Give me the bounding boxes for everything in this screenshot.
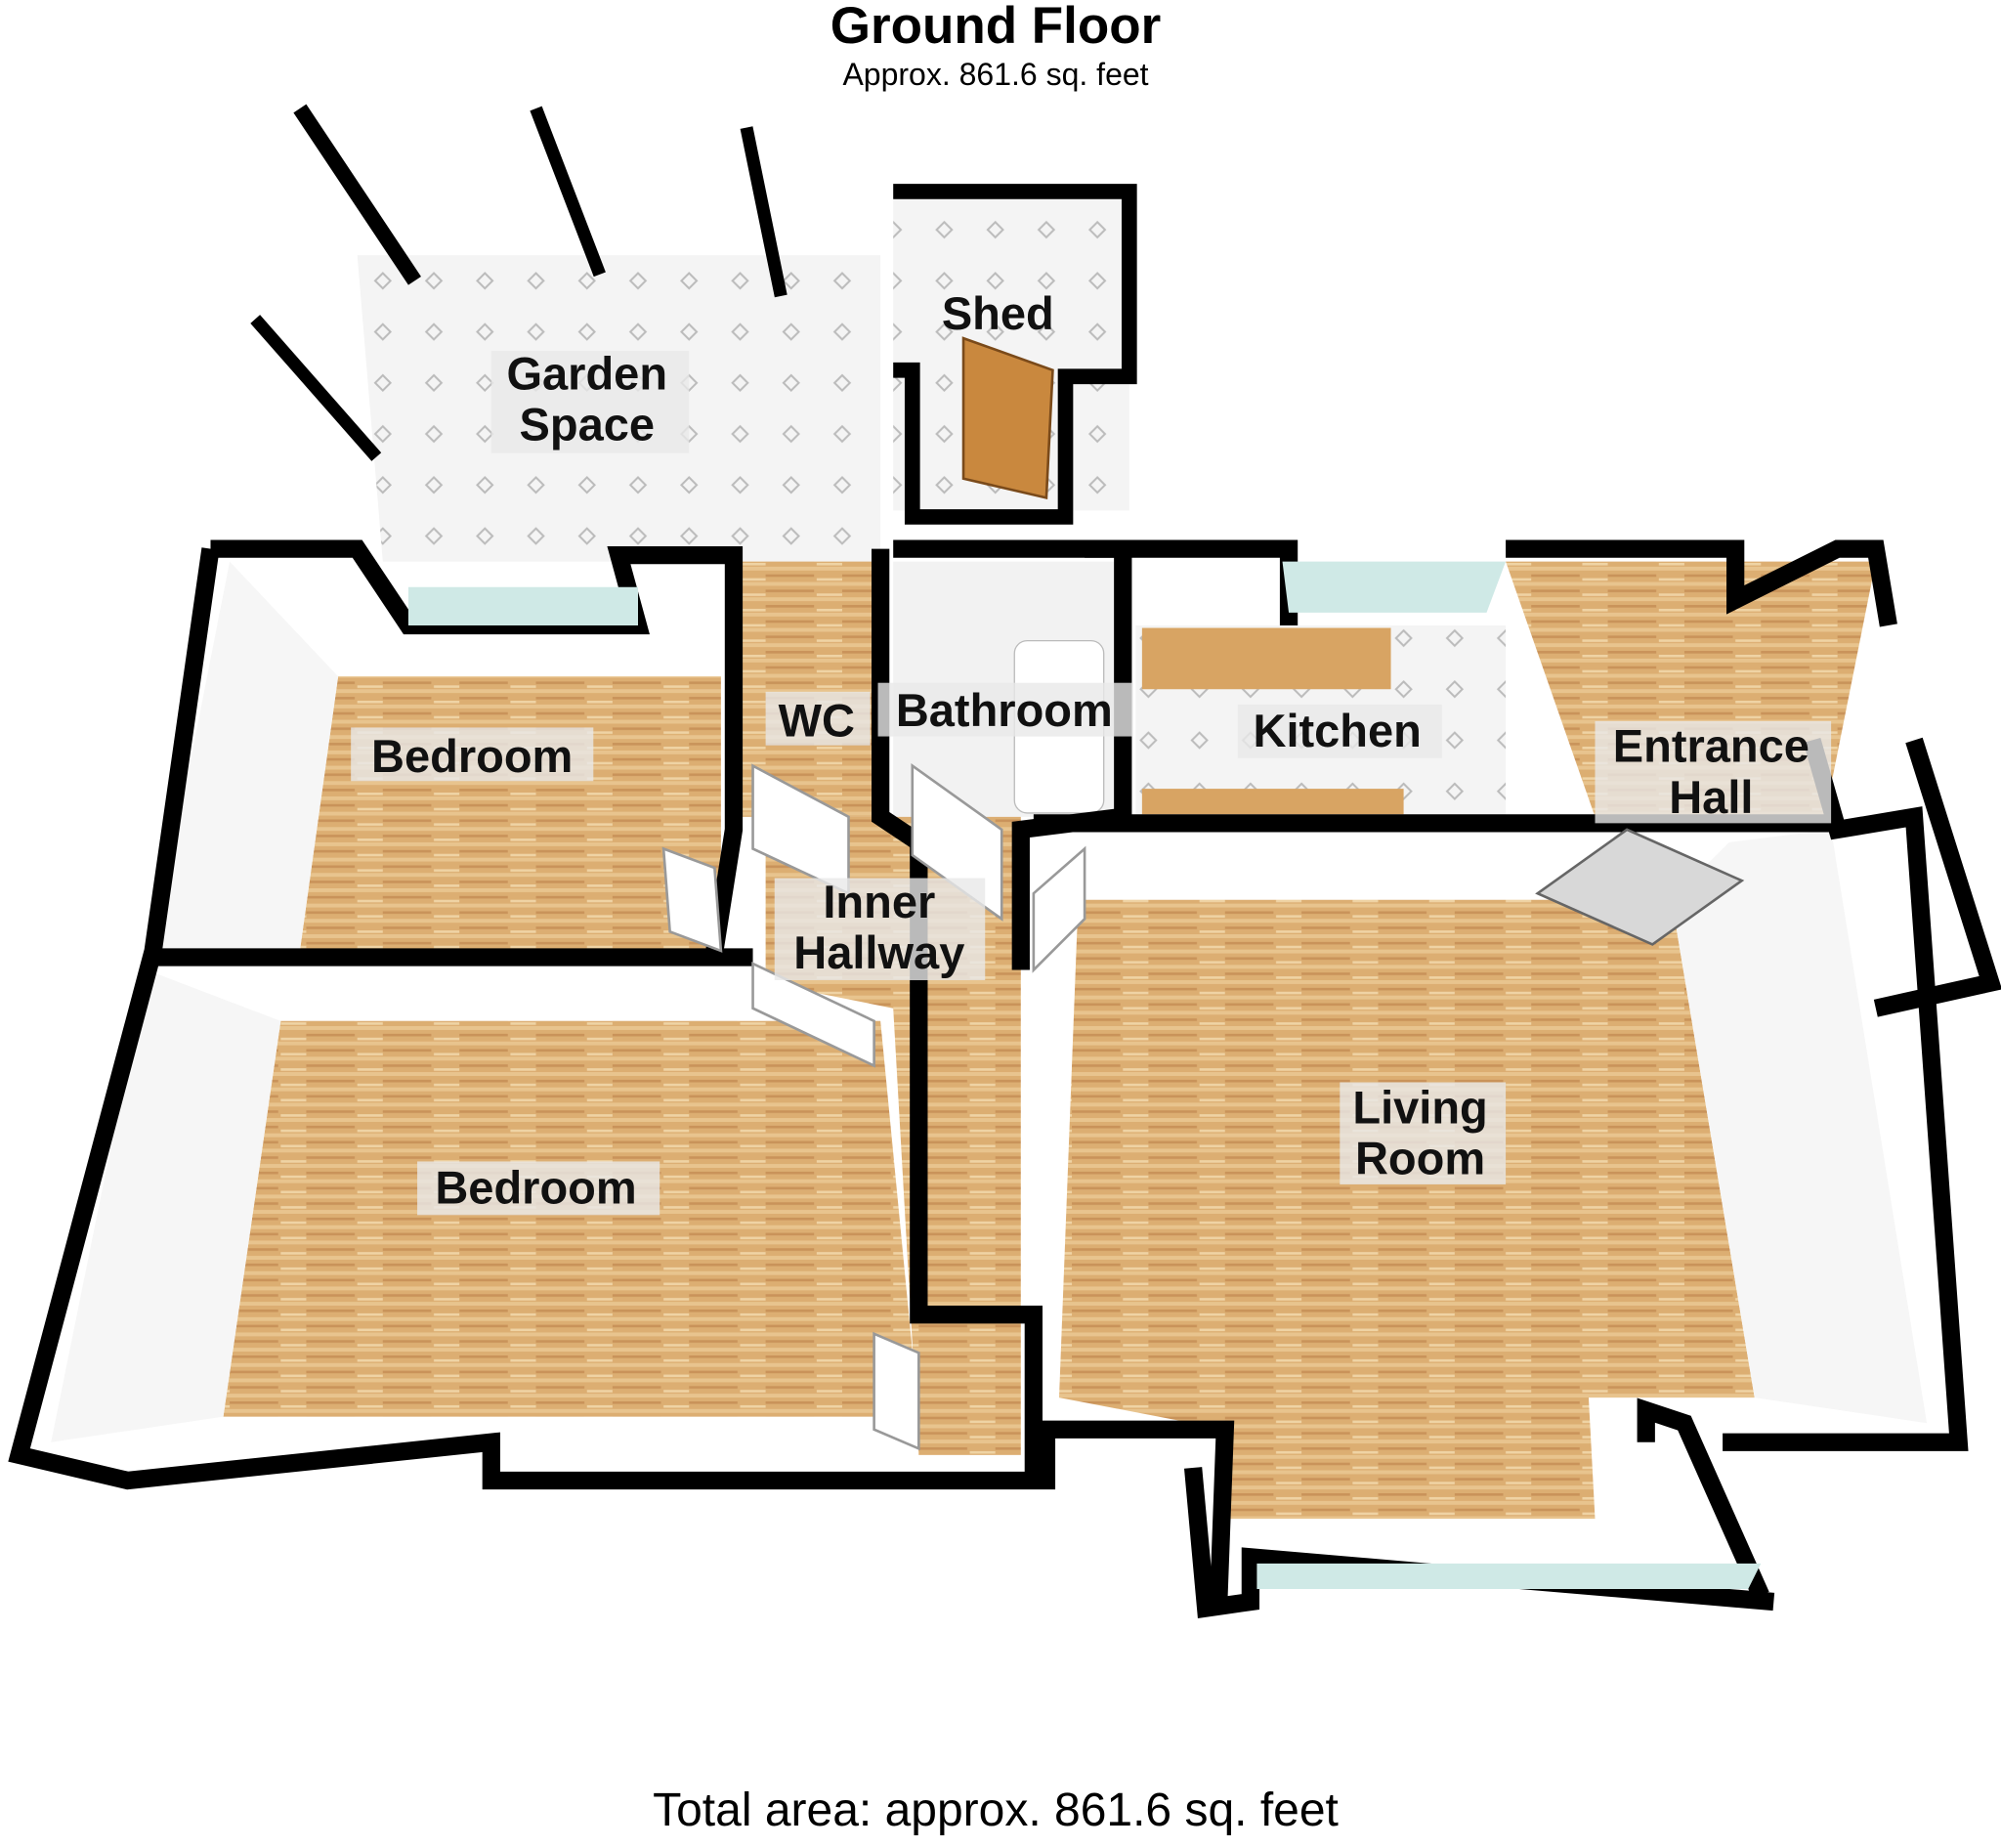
wc-floor	[740, 561, 881, 817]
floor-title: Ground Floor	[830, 0, 1162, 55]
label-entrance-hall-1: Entrance	[1613, 720, 1809, 772]
garden-space	[250, 104, 881, 562]
bedroom-top-floor	[299, 676, 721, 951]
floor-area-subtitle: Approx. 861.6 sq. feet	[842, 57, 1149, 92]
shed	[893, 184, 1137, 525]
living-room-floor	[1058, 899, 1755, 1520]
label-inner-hallway-2: Hallway	[793, 926, 964, 978]
label-inner-hallway-1: Inner	[823, 876, 935, 927]
label-entrance-hall-2: Hall	[1669, 771, 1753, 823]
windows	[407, 561, 1762, 1589]
label-garden-space-1: Garden	[506, 347, 667, 399]
skylight	[1535, 828, 1745, 946]
label-wc: WC	[779, 695, 855, 747]
label-bedroom-2: Bedroom	[435, 1162, 636, 1214]
label-living-room-2: Room	[1355, 1133, 1485, 1184]
label-bathroom: Bathroom	[896, 684, 1113, 736]
label-garden-space-2: Space	[520, 399, 655, 451]
label-shed: Shed	[942, 287, 1054, 339]
shed-door	[961, 336, 1054, 499]
label-living-room-1: Living	[1352, 1081, 1487, 1133]
room-labels: Garden Space Shed Bedroom WC Bathroom Ki…	[351, 287, 1832, 1216]
bedroom-bottom-floor	[223, 1020, 919, 1417]
total-area: Total area: approx. 861.6 sq. feet	[653, 1784, 1339, 1836]
kitchen-worktop	[1141, 627, 1391, 690]
label-bedroom-1: Bedroom	[371, 730, 573, 782]
label-kitchen: Kitchen	[1254, 705, 1422, 756]
